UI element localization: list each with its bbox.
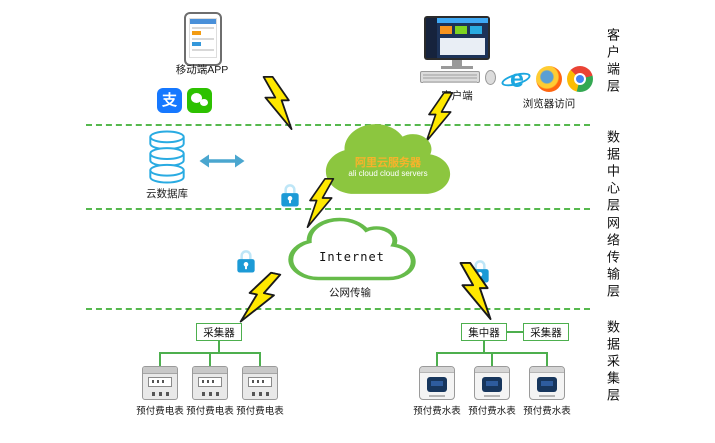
connector-line (483, 341, 485, 353)
lightning-bolt-icon (239, 271, 282, 323)
lightning-bolt-icon (262, 76, 293, 130)
database-icon (149, 130, 185, 184)
electric-meter-icon (142, 366, 178, 400)
layer-label-client: 客户端层 (605, 28, 620, 96)
water-meter-icon (474, 366, 510, 400)
mouse-icon (485, 70, 496, 85)
ali-cloud-subtitle: ali cloud cloud servers (348, 169, 428, 178)
keyboard-icon (420, 71, 480, 83)
lock-icon (281, 184, 299, 207)
layer-label-collection: 数据采集层 (605, 320, 620, 405)
monitor-stand (452, 60, 462, 67)
connector-line (159, 352, 161, 366)
alipay-glyph: 支 (161, 92, 177, 109)
electric-meter-label: 预付费电表 (236, 406, 284, 417)
water-meter-label: 预付费水表 (523, 406, 571, 417)
smartphone-icon (184, 12, 222, 66)
lightning-bolt-icon (306, 178, 335, 228)
connector-line (491, 352, 493, 366)
internet-label: Internet (319, 250, 385, 264)
layer-separator-2 (86, 208, 590, 210)
water-meter-icon (419, 366, 455, 400)
ie-icon: e (500, 66, 532, 92)
alipay-icon: 支 (157, 88, 182, 113)
connector-line (218, 341, 220, 353)
chrome-icon (567, 66, 593, 92)
lightning-bolt-icon (459, 262, 492, 320)
layer-separator-1 (86, 124, 590, 126)
smartphone-screen (189, 18, 217, 58)
connector-line (546, 352, 548, 366)
concentrator-box: 集中器 (461, 323, 507, 341)
desktop-computer-icon (424, 16, 490, 60)
connector-line (259, 352, 261, 366)
electric-meter-icon (242, 366, 278, 400)
connector-line (209, 352, 211, 366)
cloud-shape (325, 124, 451, 194)
electric-meter-icon (192, 366, 228, 400)
double-arrow-icon (199, 154, 245, 168)
collector-box-right: 采集器 (523, 323, 569, 341)
ali-cloud-title: 阿里云服务器 (355, 157, 421, 169)
cloud-db-label: 云数据库 (146, 188, 188, 200)
layer-label-datacenter: 数据中心层 (605, 130, 620, 215)
connector-line (436, 352, 438, 366)
public-network-label: 公网传输 (329, 287, 371, 299)
ali-cloud-shape: 阿里云服务器 ali cloud cloud servers (322, 116, 454, 202)
mobile-app-label: 移动端APP (175, 64, 229, 76)
browser-access-label: 浏览器访问 (522, 98, 576, 110)
firefox-icon (536, 66, 562, 92)
connector-line (507, 331, 523, 333)
electric-meter-label: 预付费电表 (136, 406, 184, 417)
water-meter-label: 预付费水表 (413, 406, 461, 417)
wechat-icon (187, 88, 212, 113)
layer-separator-3 (86, 308, 590, 310)
lock-icon (237, 250, 255, 273)
electric-meter-label: 预付费电表 (186, 406, 234, 417)
water-meter-label: 预付费水表 (468, 406, 516, 417)
layer-label-network: 网络传输层 (605, 216, 620, 301)
collector-box-left: 采集器 (196, 323, 242, 341)
water-meter-icon (529, 366, 565, 400)
desktop-screen (426, 18, 488, 58)
monitor-base (441, 66, 473, 69)
cloud-shape (288, 217, 416, 281)
internet-cloud-shape: Internet (286, 212, 418, 286)
lightning-bolt-icon (425, 92, 454, 142)
